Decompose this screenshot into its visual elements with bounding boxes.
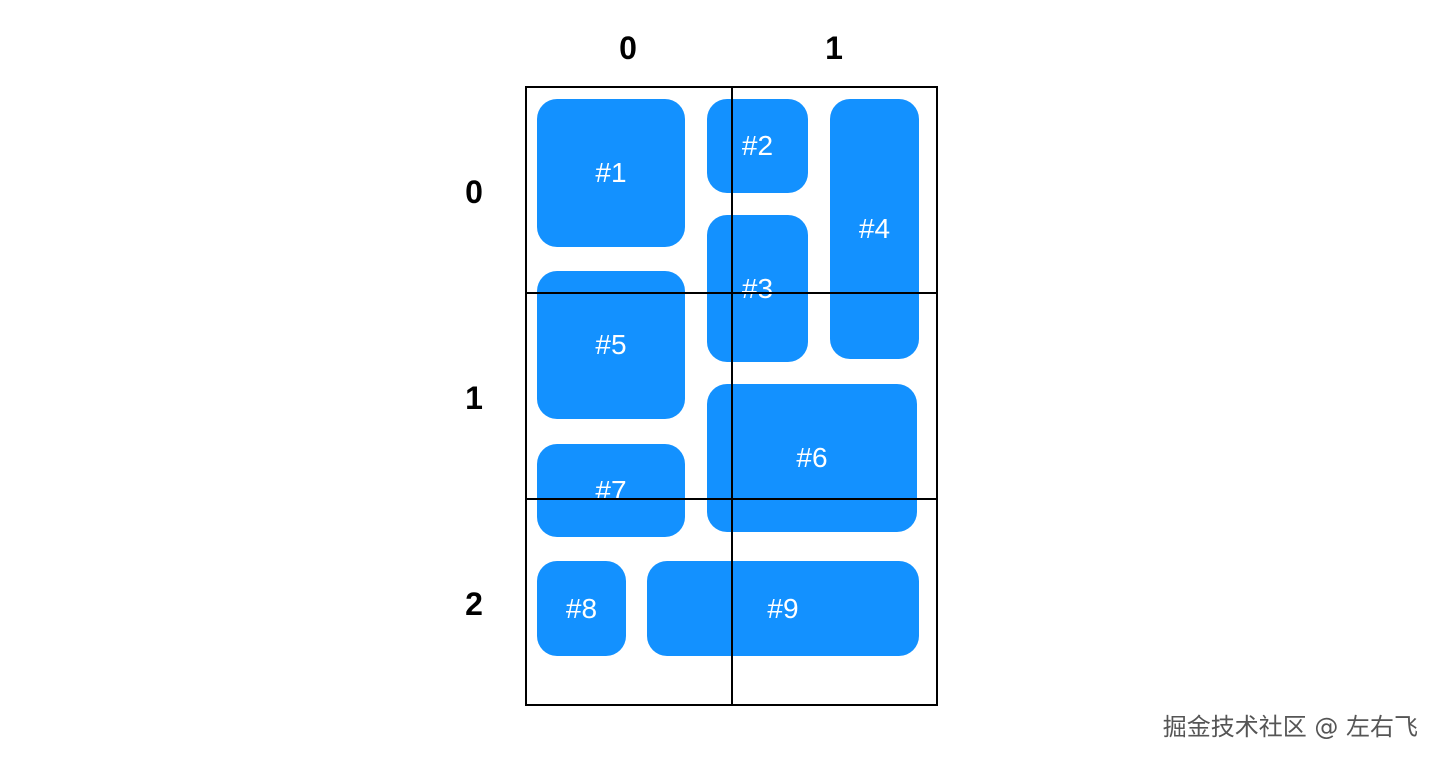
- grid-item-2: #2: [707, 99, 808, 193]
- row-divider-1: [525, 292, 938, 294]
- column-label-0: 0: [619, 30, 637, 66]
- row-label-0: 0: [465, 174, 483, 210]
- grid-item-4: #4: [830, 99, 919, 359]
- row-label-2: 2: [465, 586, 483, 622]
- grid-item-8: #8: [537, 561, 626, 656]
- column-divider: [731, 86, 733, 706]
- watermark-text: 掘金技术社区 @ 左右飞: [1162, 713, 1418, 741]
- grid-item-1: #1: [537, 99, 685, 247]
- row-label-1: 1: [465, 380, 483, 416]
- row-divider-2: [525, 498, 938, 500]
- grid-item-3: #3: [707, 215, 808, 362]
- grid-item-6: #6: [707, 384, 917, 532]
- grid-item-5: #5: [537, 271, 685, 419]
- column-label-1: 1: [825, 30, 843, 66]
- grid-item-9: #9: [647, 561, 919, 656]
- grid-item-7: #7: [537, 444, 685, 537]
